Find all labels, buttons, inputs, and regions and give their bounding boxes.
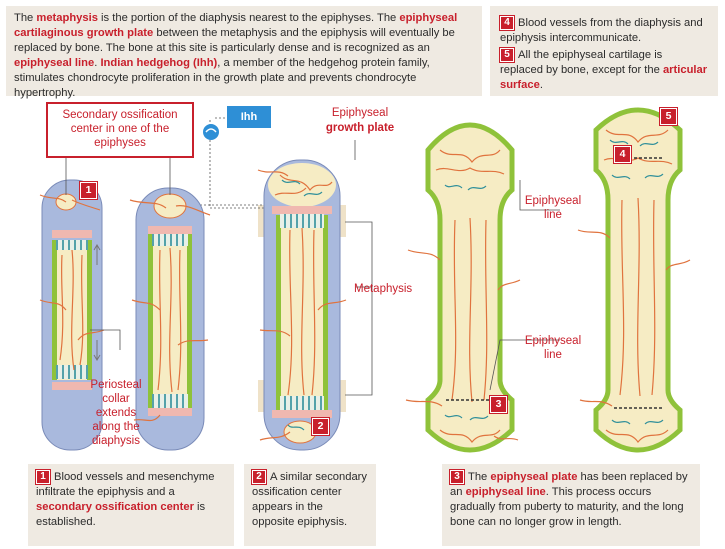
metaphysis-label: Metaphysis bbox=[354, 283, 413, 295]
ihh-molecule-icon bbox=[203, 124, 219, 140]
step-badge-4: 4 bbox=[614, 146, 631, 163]
step-badge-1: 1 bbox=[80, 182, 97, 199]
bone-stage-3a bbox=[405, 122, 521, 453]
caption-2-number: 2 bbox=[251, 469, 267, 485]
bone-stage-1 bbox=[39, 179, 105, 451]
term-epiphyseal-line: epiphyseal line bbox=[14, 57, 95, 69]
term-epiphyseal-plate: epiphyseal plate bbox=[490, 471, 578, 483]
epiphyseal-line-label-top: Epiphyseal line bbox=[524, 195, 582, 221]
ihh-label: Ihh bbox=[227, 106, 271, 128]
ihh-connector bbox=[209, 120, 278, 209]
text-run: . This process occurs gradually from pub… bbox=[450, 486, 684, 528]
text-run: has been replaced by an bbox=[450, 471, 688, 498]
term-epiphyseal-line-2: epiphyseal line bbox=[465, 486, 546, 498]
text-run: Blood vessels from the diaphysis and epi… bbox=[500, 17, 703, 44]
term-metaphysis: metaphysis bbox=[36, 12, 98, 24]
growth-plate-label-2: growth plate bbox=[325, 122, 395, 134]
text-run: is the portion of the diaphysis nearest … bbox=[97, 12, 400, 24]
bone-stage-3b bbox=[577, 107, 691, 453]
leader-lines bbox=[65, 140, 560, 396]
bone-stage-1b bbox=[129, 187, 211, 451]
term-articular-surface: articular surface bbox=[500, 64, 708, 91]
text-run: . bbox=[94, 57, 101, 69]
step-badge-2: 2 bbox=[312, 418, 329, 435]
text-run: A similar secondary ossification center … bbox=[252, 471, 367, 528]
text-run: All the epiphyseal cartilage is replaced… bbox=[500, 49, 663, 76]
caption-1-number: 1 bbox=[35, 469, 51, 485]
text-run: The bbox=[468, 471, 491, 483]
step-badge-5: 5 bbox=[660, 108, 677, 125]
bone-stage-2 bbox=[257, 159, 347, 451]
text-run: , a member of the hedgehog protein famil… bbox=[14, 57, 430, 99]
text-run: is established. bbox=[36, 501, 206, 528]
intro-text-box: The metaphysis is the portion of the dia… bbox=[6, 6, 482, 99]
secondary-center-label: Secondary ossification center in one of … bbox=[62, 109, 178, 149]
caption-3-number: 3 bbox=[449, 469, 465, 485]
term-ihh: Indian hedgehog (Ihh) bbox=[100, 57, 218, 69]
term-growth-plate: epiphyseal cartilaginous growth plate bbox=[14, 12, 458, 39]
text-run: . bbox=[539, 79, 543, 91]
growth-plate-label-1: Epiphyseal bbox=[331, 107, 389, 119]
text-run: between the metaphysis and the epiphysis… bbox=[14, 27, 455, 54]
text-run: Blood vessels and mesenchyme infiltrate … bbox=[36, 471, 215, 498]
text-run: The bbox=[14, 12, 37, 24]
step-badge-3: 3 bbox=[490, 396, 507, 413]
step-4-number: 4 bbox=[499, 15, 515, 31]
intro-text: The metaphysis is the portion of the dia… bbox=[14, 12, 457, 99]
periosteal-collar-label: Periosteal collar extends along the diap… bbox=[90, 379, 142, 447]
step-5-number: 5 bbox=[499, 47, 515, 63]
secondary-center-callout: Secondary ossification center in one of … bbox=[46, 102, 194, 158]
term-secondary-center: secondary ossification center bbox=[36, 501, 194, 513]
epiphyseal-line-label-bottom: Epiphyseal line bbox=[524, 335, 582, 361]
